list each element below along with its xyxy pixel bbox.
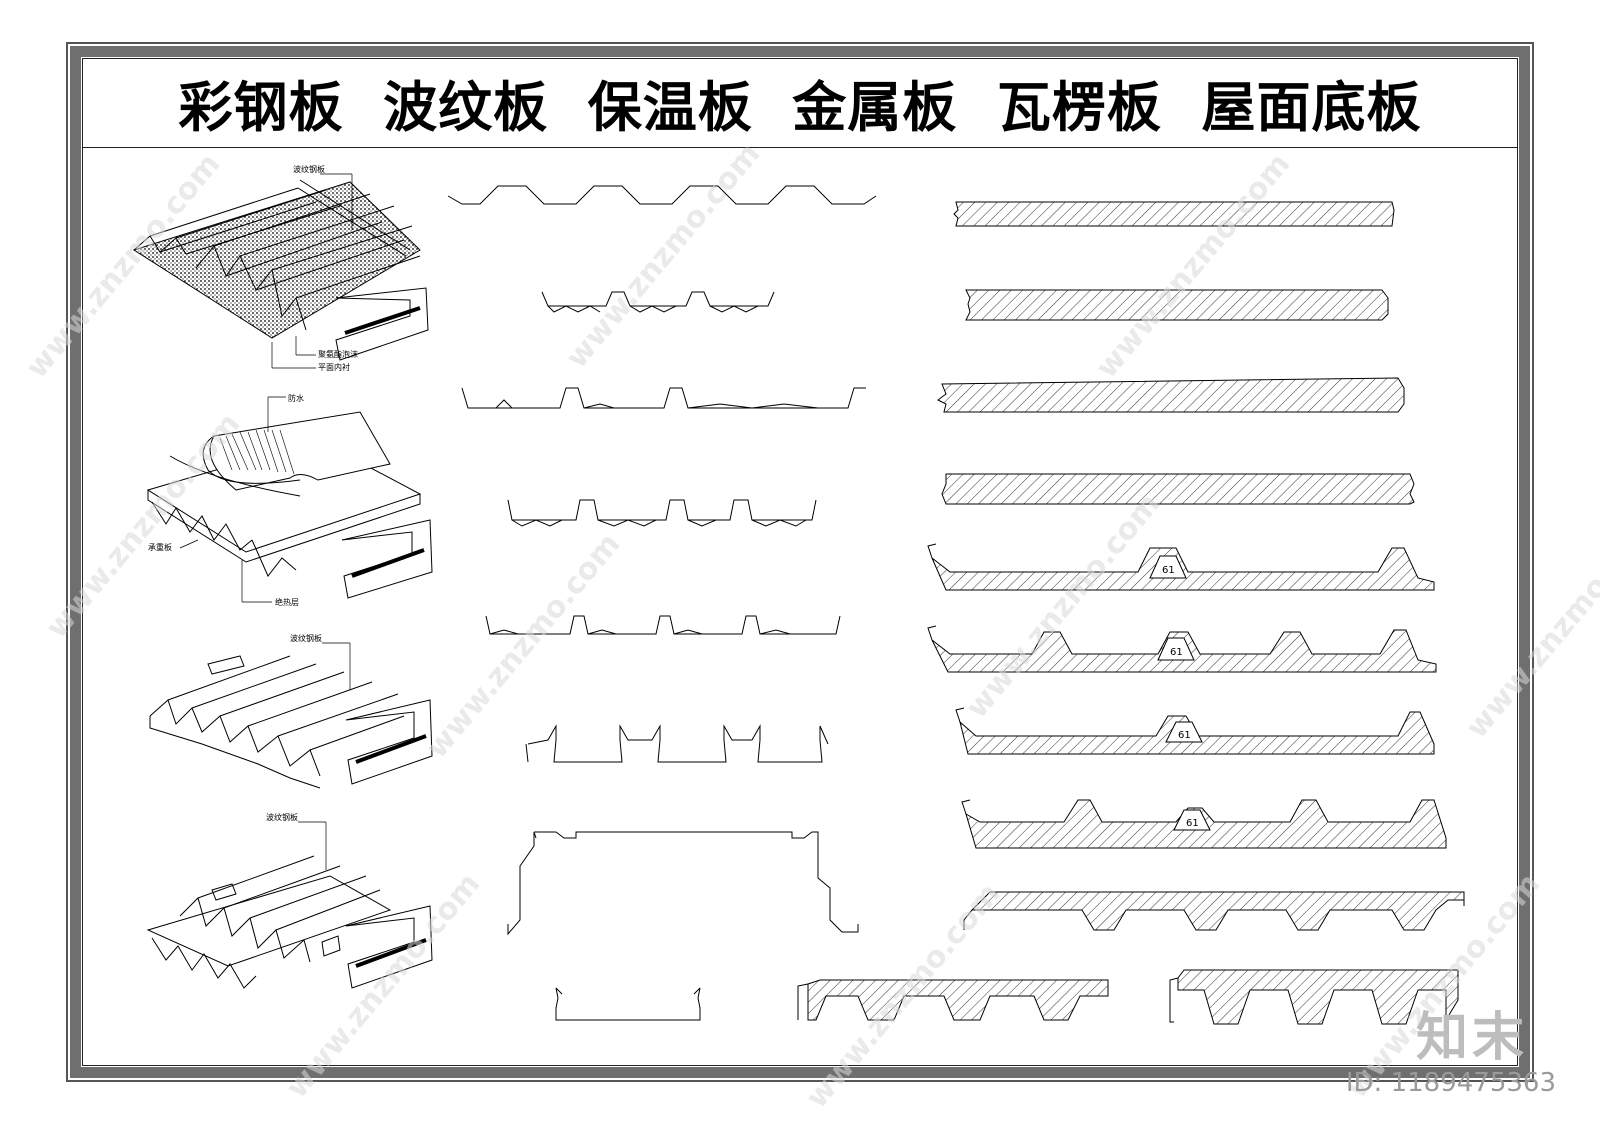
dim-tag-3: 61 bbox=[1165, 721, 1203, 743]
dim-text-4: 61 bbox=[1186, 818, 1199, 829]
iso-panel-1 bbox=[132, 179, 429, 361]
label-flat-liner: 平面内衬 bbox=[318, 362, 350, 372]
label-corrugated-steel-3: 波纹钢板 bbox=[266, 812, 298, 822]
dim-tag-4: 61 bbox=[1173, 809, 1211, 831]
profile-deck-3 bbox=[507, 499, 817, 527]
outer-frame bbox=[66, 42, 1534, 1082]
watermark-site-7: www.znzmo.com bbox=[1459, 507, 1600, 745]
sandwich-panel-1 bbox=[953, 201, 1395, 227]
frame-band bbox=[70, 46, 1530, 1078]
watermark-site-2: www.znzmo.com bbox=[559, 137, 767, 375]
dim-text-1: 61 bbox=[1162, 565, 1175, 576]
iso-panel-2 bbox=[146, 411, 433, 599]
dim-text-3: 61 bbox=[1178, 730, 1191, 741]
profile-deck-2 bbox=[461, 387, 866, 409]
sandwich-panel-3 bbox=[937, 377, 1405, 413]
ribbed-panel-1 bbox=[970, 891, 1465, 931]
title-bar: 彩钢板 波纹板 保温板 金属板 瓦楞板 屋面底板 bbox=[82, 58, 1518, 148]
dim-tag-1: 61 bbox=[1149, 555, 1187, 579]
watermark-id: ID: 1189475363 bbox=[1345, 1068, 1556, 1098]
label-pu-foam: 聚氨酯泡沫 bbox=[318, 349, 358, 359]
trapezoid-panel-1 bbox=[931, 547, 1435, 591]
iso-panel-4-labels: 波纹钢板 bbox=[266, 812, 327, 870]
iso-panel-1-labels: 波纹钢板 聚氨酯泡沫 平面内衬 bbox=[271, 164, 358, 372]
ribbed-panel-3 bbox=[1177, 969, 1459, 1025]
ribbed-panel-2 bbox=[807, 979, 1109, 1021]
profile-small-channel bbox=[555, 987, 701, 1021]
trapezoid-panel-3 bbox=[959, 711, 1435, 755]
profile-large bbox=[507, 831, 859, 936]
iso-panel-2-labels: 防水 承重板 绝热层 bbox=[148, 393, 304, 607]
iso-panel-3-labels: 波纹钢板 bbox=[290, 633, 351, 690]
label-bearing-board: 承重板 bbox=[148, 542, 172, 552]
mid-profiles bbox=[447, 185, 877, 1021]
right-panels bbox=[797, 201, 1465, 1025]
dim-tag-2: 61 bbox=[1157, 637, 1195, 661]
iso-panel-3 bbox=[149, 655, 433, 789]
page-title: 彩钢板 波纹板 保温板 金属板 瓦楞板 屋面底板 bbox=[178, 76, 1422, 139]
sandwich-panel-4 bbox=[941, 473, 1415, 505]
label-waterproof: 防水 bbox=[288, 393, 304, 403]
watermark-logo: 知末 bbox=[1415, 1008, 1528, 1068]
dim-text-2: 61 bbox=[1170, 647, 1183, 658]
profile-deck-1 bbox=[541, 291, 775, 313]
watermark-site-3: www.znzmo.com bbox=[1089, 147, 1297, 385]
watermark-site-5: www.znzmo.com bbox=[419, 527, 627, 765]
dimension-tags: 61 61 61 61 bbox=[1149, 555, 1211, 831]
label-corrugated-steel-2: 波纹钢板 bbox=[290, 633, 322, 643]
label-corrugated-steel-1: 波纹钢板 bbox=[293, 164, 325, 174]
profile-trapezoid-1 bbox=[447, 185, 877, 205]
profile-deck-4 bbox=[485, 615, 841, 635]
iso-panel-4 bbox=[146, 855, 433, 989]
profile-deep-deck bbox=[525, 724, 829, 763]
label-insulation-layer: 绝热层 bbox=[275, 597, 299, 607]
watermark-site-6: www.znzmo.com bbox=[959, 487, 1167, 725]
sandwich-panel-2 bbox=[965, 289, 1389, 321]
